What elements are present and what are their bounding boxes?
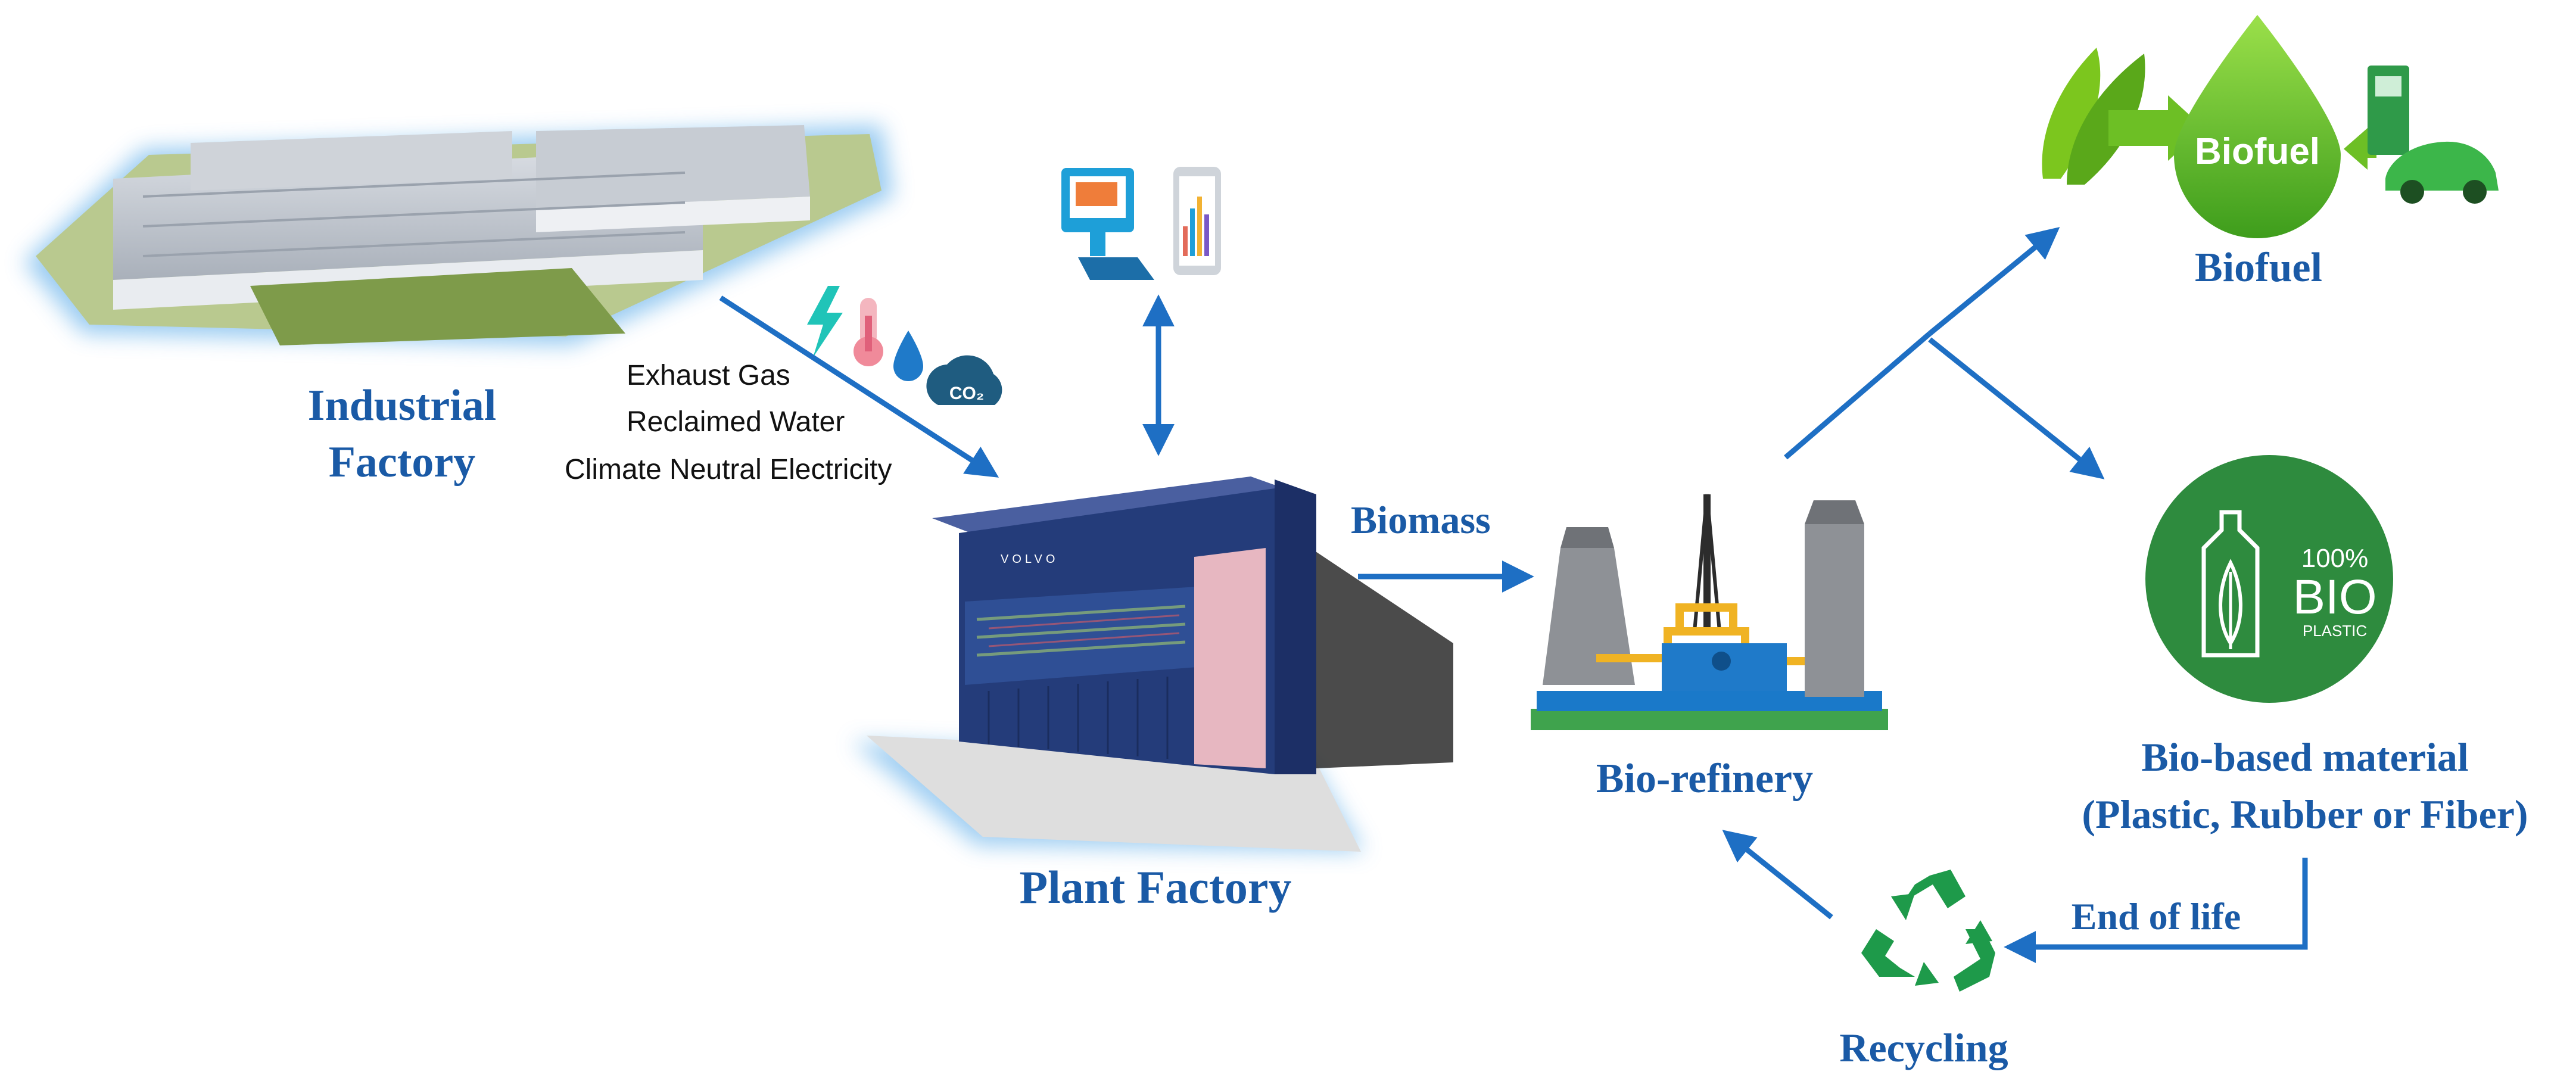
biofuel-image: Biofuel (2042, 15, 2499, 238)
biofuel-label: Biofuel (2195, 245, 2322, 291)
biorefinery-label: Bio-refinery (1596, 756, 1813, 802)
bio-based-material-label-line1: Bio-based material (2141, 734, 2469, 780)
input-label-exhaust-gas: Exhaust Gas (627, 360, 790, 391)
edge-label-biomass: Biomass (1351, 499, 1491, 542)
plant-factory-image: VOLVO (852, 476, 1453, 852)
badge-percent: 100% (2301, 544, 2369, 573)
car-icon (2385, 141, 2499, 204)
tablet-icon (1173, 167, 1221, 275)
arrow-end-of-life (2004, 858, 2308, 963)
container-brand: VOLVO (1001, 553, 1058, 566)
industrial-factory-label-line2: Factory (329, 438, 476, 487)
arrow-to-bio-based-material (1928, 337, 2105, 479)
lightning-icon (807, 286, 843, 357)
recycling-label: Recycling (1839, 1025, 2008, 1070)
input-label-climate-neutral-electricity: Climate Neutral Electricity (565, 454, 892, 485)
arrow-biorefinery-stem (1784, 331, 1932, 460)
bio-plastic-badge: 100% BIO PLASTIC (2145, 455, 2393, 703)
leaf-icon (2042, 48, 2145, 185)
industrial-factory-label-line1: Industrial (308, 381, 497, 430)
fuel-pump-icon (2368, 66, 2409, 155)
input-label-reclaimed-water: Reclaimed Water (627, 406, 845, 438)
plant-factory-label: Plant Factory (1019, 861, 1291, 913)
biofuel-drop-text: Biofuel (2195, 131, 2320, 172)
bio-based-material-label-line2: (Plastic, Rubber or Fiber) (2082, 792, 2528, 837)
industrial-factory-image (24, 125, 893, 345)
thermometer-icon (854, 298, 883, 366)
water-drop-icon (893, 331, 923, 381)
edge-label-end-of-life: End of life (2072, 895, 2241, 937)
biorefinery-image (1531, 494, 1888, 730)
arrow-industrial-to-plant (719, 295, 999, 478)
badge-bio: BIO (2292, 570, 2376, 624)
arrow-recycling-to-biorefinery (1722, 830, 1833, 920)
monitor-icon (1061, 168, 1154, 280)
bottle-icon (2201, 510, 2260, 658)
recycle-icon (1861, 870, 1995, 992)
arrow-to-biofuel (1928, 227, 2060, 336)
co2-label: CO₂ (949, 384, 984, 403)
badge-plastic: PLASTIC (2303, 622, 2367, 640)
co2-cloud-icon: CO₂ (926, 355, 1002, 405)
